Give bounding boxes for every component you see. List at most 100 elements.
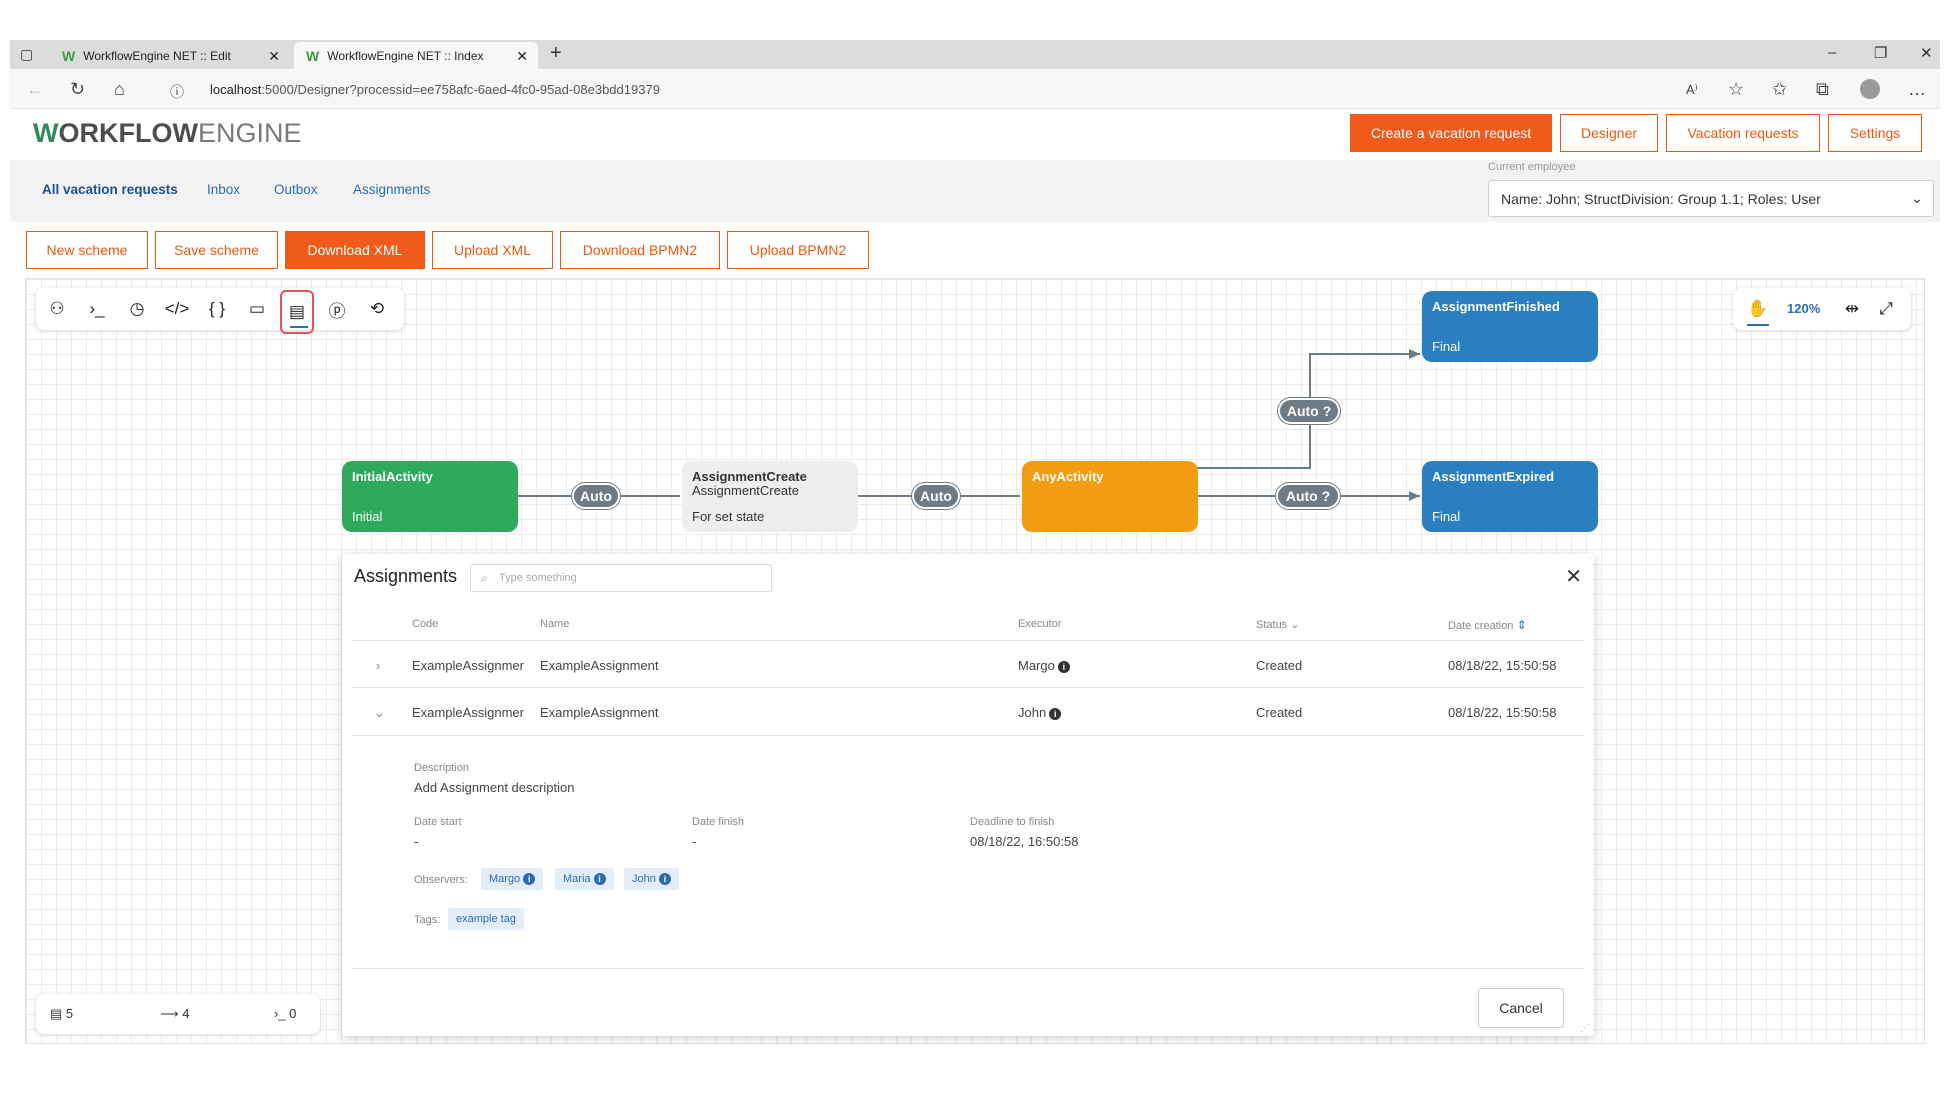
browser-tab-index[interactable]: W WorkflowEngine NET :: Index ✕ <box>294 42 538 69</box>
tag-chip[interactable]: example tag <box>448 908 524 930</box>
transition-auto-finished[interactable]: Auto ? <box>1278 398 1340 424</box>
expand-chevron-icon[interactable]: › <box>376 658 381 673</box>
table-row[interactable]: ⌄ ExampleAssignmer ExampleAssignment Joh… <box>352 688 1584 736</box>
date-finish-value: - <box>692 834 697 849</box>
download-xml-button[interactable]: Download XML <box>285 231 425 269</box>
scheme-counters: ▤ 5 ⟶ 4 ›_ 0 <box>36 994 320 1034</box>
info-icon[interactable]: i <box>1057 661 1070 673</box>
close-tab-icon[interactable]: ✕ <box>268 48 280 64</box>
profile-avatar[interactable] <box>1860 79 1880 99</box>
assignments-icon[interactable]: ▤ <box>280 290 314 334</box>
nav-all-vacation-requests[interactable]: All vacation requests <box>42 182 178 197</box>
arrow-head <box>1409 349 1420 359</box>
commands-icon[interactable]: ›_ <box>89 299 105 318</box>
add-favorite-icon[interactable]: ☆ <box>1728 79 1745 99</box>
site-info-icon[interactable]: ⓘ <box>170 84 184 100</box>
activity-any[interactable]: AnyActivity <box>1022 461 1198 532</box>
create-vacation-request-button[interactable]: Create a vacation request <box>1350 114 1552 152</box>
parameters-icon[interactable]: { } <box>208 299 226 318</box>
settings-button[interactable]: Settings <box>1828 114 1922 152</box>
download-bpmn2-button[interactable]: Download BPMN2 <box>560 231 720 269</box>
transition-auto-expired[interactable]: Auto ? <box>1276 483 1340 509</box>
collapse-chevron-icon[interactable]: ⌄ <box>374 705 385 720</box>
date-start-value: - <box>414 834 419 849</box>
activity-state: Initial <box>352 509 383 524</box>
fit-width-icon[interactable]: ⇹ <box>1844 299 1860 318</box>
window-close-icon[interactable]: ✕ <box>1920 45 1933 62</box>
cell-status: Created <box>1256 705 1303 720</box>
activities-count[interactable]: ▤ 5 <box>50 1006 74 1021</box>
close-icon[interactable]: ✕ <box>1565 566 1582 588</box>
resize-handle-icon[interactable]: ⋰ <box>1580 1023 1590 1034</box>
column-name[interactable]: Name <box>540 618 570 630</box>
sub-navigation: All vacation requests Inbox Outbox Assig… <box>10 160 1940 222</box>
chevron-down-icon: ⌄ <box>1287 619 1300 631</box>
timers-icon[interactable]: ◷ <box>129 299 145 318</box>
upload-xml-button[interactable]: Upload XML <box>432 231 553 269</box>
description-value: Add Assignment description <box>414 780 575 795</box>
cancel-button[interactable]: Cancel <box>1478 988 1564 1028</box>
assignments-search-input[interactable]: ⌕ Type something <box>470 564 772 592</box>
activity-initial[interactable]: InitialActivity Initial <box>342 461 518 532</box>
info-icon: i <box>658 873 671 885</box>
column-code[interactable]: Code <box>412 618 439 630</box>
view-toolbar: ✋ 120% ⇹ ⤢ <box>1733 288 1911 330</box>
actors-icon[interactable]: ⚇ <box>49 299 65 318</box>
collections-icon[interactable]: ⧉ <box>1816 79 1829 99</box>
column-executor[interactable]: Executor <box>1018 618 1062 630</box>
new-tab-icon[interactable]: + <box>550 42 562 64</box>
zoom-level[interactable]: 120% <box>1787 301 1821 316</box>
nav-outbox[interactable]: Outbox <box>274 182 318 197</box>
cell-date: 08/18/22, 15:50:58 <box>1448 705 1557 720</box>
home-icon[interactable]: ⌂ <box>114 79 125 99</box>
code-actions-icon[interactable]: </> <box>164 299 190 318</box>
browser-tab-edit[interactable]: W WorkflowEngine NET :: Edit ✕ <box>50 42 290 69</box>
info-icon[interactable]: i <box>1049 708 1062 720</box>
designer-toolbar: ⚇ ›_ ◷ </> { } ▭ ▤ ⓟ ⟲ <box>36 288 404 334</box>
save-scheme-button[interactable]: Save scheme <box>155 231 278 269</box>
back-icon[interactable]: ← <box>26 79 44 99</box>
assignments-panel: Assignments ⌕ Type something ✕ Code Name… <box>342 554 1594 1036</box>
pan-active-indicator <box>1747 324 1769 326</box>
nav-assignments[interactable]: Assignments <box>353 182 431 197</box>
commands-count[interactable]: ›_ 0 <box>274 1006 297 1021</box>
minimize-icon[interactable]: – <box>1828 44 1837 61</box>
activity-assignment-finished[interactable]: AssignmentFinished Final <box>1422 291 1598 362</box>
designer-button[interactable]: Designer <box>1560 114 1658 152</box>
upload-bpmn2-button[interactable]: Upload BPMN2 <box>727 231 869 269</box>
employee-select-value: Name: John; StructDivision: Group 1.1; R… <box>1501 191 1821 207</box>
current-employee-select[interactable]: Name: John; StructDivision: Group 1.1; R… <box>1488 180 1934 217</box>
deadline-label: Deadline to finish <box>970 816 1055 828</box>
activity-title: AssignmentFinished <box>1432 299 1560 314</box>
favorites-icon[interactable]: ✩ <box>1772 79 1788 99</box>
activity-assignment-create[interactable]: AssignmentCreate AssignmentCreate For se… <box>682 461 858 532</box>
nav-inbox[interactable]: Inbox <box>207 182 241 197</box>
activity-assignment-expired[interactable]: AssignmentExpired Final <box>1422 461 1598 532</box>
transition-auto-1[interactable]: Auto <box>572 483 620 509</box>
history-icon[interactable]: ⟲ <box>369 299 385 318</box>
column-status[interactable]: Status ⌄ <box>1256 619 1300 631</box>
activity-title: AssignmentCreate <box>692 469 807 484</box>
url-field[interactable]: localhost:5000/Designer?processid=ee758a… <box>210 82 660 97</box>
process-info-icon[interactable]: ⓟ <box>328 301 346 321</box>
vacation-requests-button[interactable]: Vacation requests <box>1666 114 1820 152</box>
tab-actions-icon[interactable]: ▢ <box>20 46 34 62</box>
read-aloud-icon[interactable]: A⁾ <box>1686 82 1698 97</box>
close-tab-icon[interactable]: ✕ <box>516 48 528 64</box>
transition-auto-2[interactable]: Auto <box>912 483 960 509</box>
table-row[interactable]: › ExampleAssignmer ExampleAssignment Mar… <box>352 640 1584 688</box>
date-finish-label: Date finish <box>692 816 744 828</box>
more-menu-icon[interactable]: … <box>1908 79 1926 99</box>
comments-icon[interactable]: ▭ <box>248 299 266 318</box>
fullscreen-icon[interactable]: ⤢ <box>1879 299 1893 318</box>
new-scheme-button[interactable]: New scheme <box>26 231 148 269</box>
column-date-creation[interactable]: Date creation ⇕ <box>1448 618 1527 632</box>
refresh-icon[interactable]: ↻ <box>70 79 86 99</box>
pan-hand-icon[interactable]: ✋ <box>1747 299 1769 318</box>
restore-icon[interactable]: ❐ <box>1874 45 1888 62</box>
transitions-count[interactable]: ⟶ 4 <box>160 1006 190 1021</box>
workflow-engine-logo[interactable]: WORKFLOWENGINE <box>33 118 302 148</box>
